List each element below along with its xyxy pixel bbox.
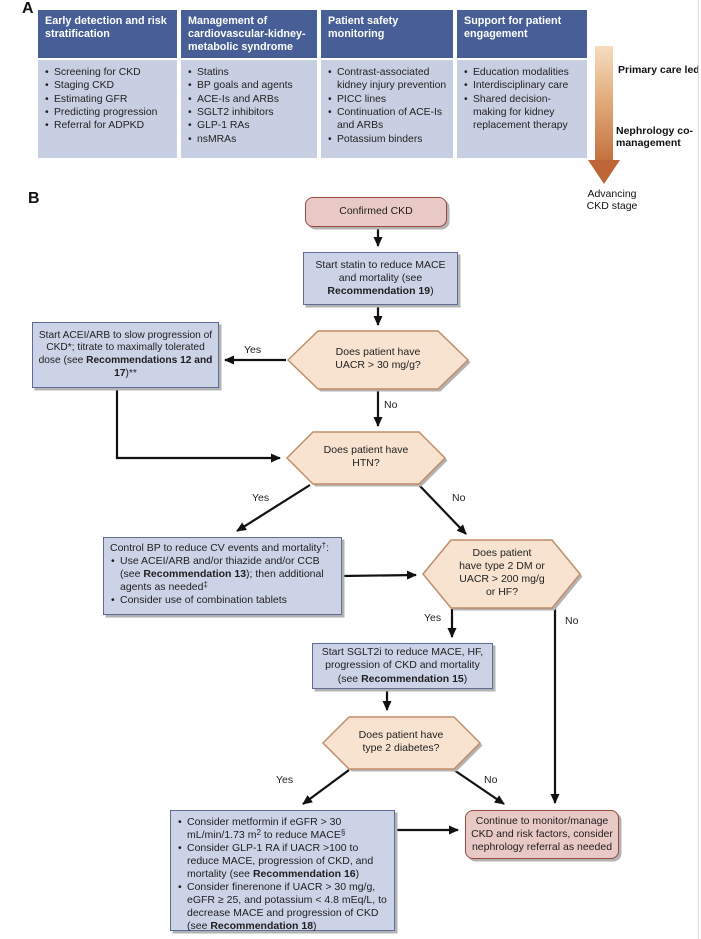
bullet-list: StatinsBP goals and agentsACE-Is and ARB… [187,66,311,146]
dm-decision-hexagon [422,539,581,609]
panel-a-label: A [22,0,34,17]
dm-yes-label: Yes [424,612,442,624]
panel-b-label: B [28,190,40,207]
t2d-yes-label: Yes [276,774,294,786]
column-body: Education modalitiesInterdisciplinary ca… [457,60,587,158]
column-body: StatinsBP goals and agentsACE-Is and ARB… [181,60,317,158]
t2d-no-label: No [484,774,498,786]
care-domains-table: Early detection and risk stratification … [38,10,587,158]
column-early-detection: Early detection and risk stratification … [38,10,177,158]
control-bp-node: Control BP to reduce CV events and morta… [103,537,342,615]
statin-node: Start statin to reduce MACE and mortalit… [303,252,458,305]
column-header: Support for patient engagement [457,10,587,58]
connector-acei-to-htn [115,388,281,463]
bullet-list: Contrast-associated kidney injury preven… [327,66,447,146]
primary-care-label: Primary care led [618,64,700,76]
column-patient-engagement: Support for patient engagement Education… [457,10,587,158]
stage-arrow-shaft [595,46,613,162]
metformin-bullets: Consider metformin if eGFR > 30 mL/min/1… [177,816,388,933]
bullet-list: Screening for CKDStaging CKDEstimating G… [44,66,171,133]
connector-htn-yes-to-controlbp [236,484,311,532]
control-bp-bullets: Use ACEI/ARB and/or thiazide and/or CCB … [110,555,335,607]
column-header: Early detection and risk stratification [38,10,177,58]
metformin-node: Consider metformin if eGFR > 30 mL/min/1… [170,810,395,933]
connector-t2d-yes-to-metformin [302,769,350,805]
uacr-yes-label: Yes [244,344,262,356]
connector-t2d-no-to-continue [453,769,505,805]
bullet-list: Education modalitiesInterdisciplinary ca… [463,66,581,133]
column-ckm-management: Management of cardiovascular-kidney-meta… [181,10,317,158]
control-bp-intro: Control BP to reduce CV events and morta… [110,541,330,554]
sglt2-node: Start SGLT2i to reduce MACE, HF, progres… [312,643,493,689]
page-right-border [698,0,699,939]
connector-htn-no-to-dm [418,484,467,535]
continue-monitor-node: Continue to monitor/manage CKD and risk … [465,810,619,859]
dm-no-label: No [565,615,579,627]
stage-arrow-head-icon [588,160,620,184]
uacr-no-label: No [384,399,398,411]
nephrology-label: Nephrology co-management [616,125,694,149]
t2d-decision-hexagon [321,716,482,770]
column-safety-monitoring: Patient safety monitoring Contrast-assoc… [321,10,453,158]
column-header: Patient safety monitoring [321,10,453,58]
column-body: Screening for CKDStaging CKDEstimating G… [38,60,177,158]
connector-controlbp-to-dm [341,570,417,580]
htn-decision-hexagon [285,431,447,485]
advancing-stage-caption: Advancing CKD stage [586,188,638,212]
htn-no-label: No [452,492,466,504]
uacr-decision-hexagon [286,330,470,390]
column-body: Contrast-associated kidney injury preven… [321,60,453,158]
column-header: Management of cardiovascular-kidney-meta… [181,10,317,58]
htn-yes-label: Yes [252,492,270,504]
confirmed-ckd-node: Confirmed CKD [305,197,447,227]
acei-arb-node: Start ACEI/ARB to slow progression of CK… [32,322,219,388]
